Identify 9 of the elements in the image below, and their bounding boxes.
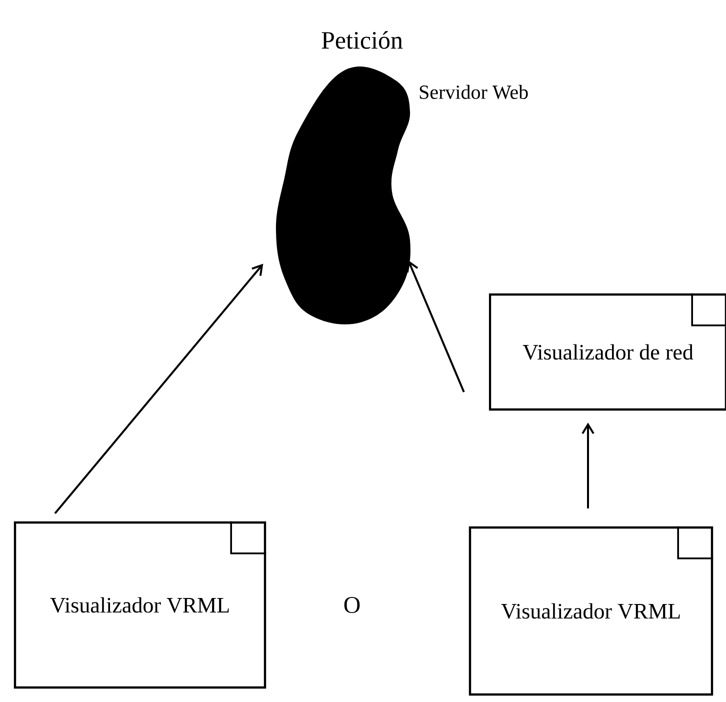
component-box: Visualizador de red <box>488 293 726 411</box>
component-box: Visualizador VRML <box>14 521 266 689</box>
component-box: Visualizador VRML <box>468 526 714 696</box>
title: Petición <box>322 31 403 49</box>
node-label: Servidor Web <box>420 84 528 100</box>
arrow <box>54 264 264 514</box>
separator-label: O <box>344 596 360 614</box>
arrow <box>582 422 594 508</box>
arrow <box>406 260 465 392</box>
